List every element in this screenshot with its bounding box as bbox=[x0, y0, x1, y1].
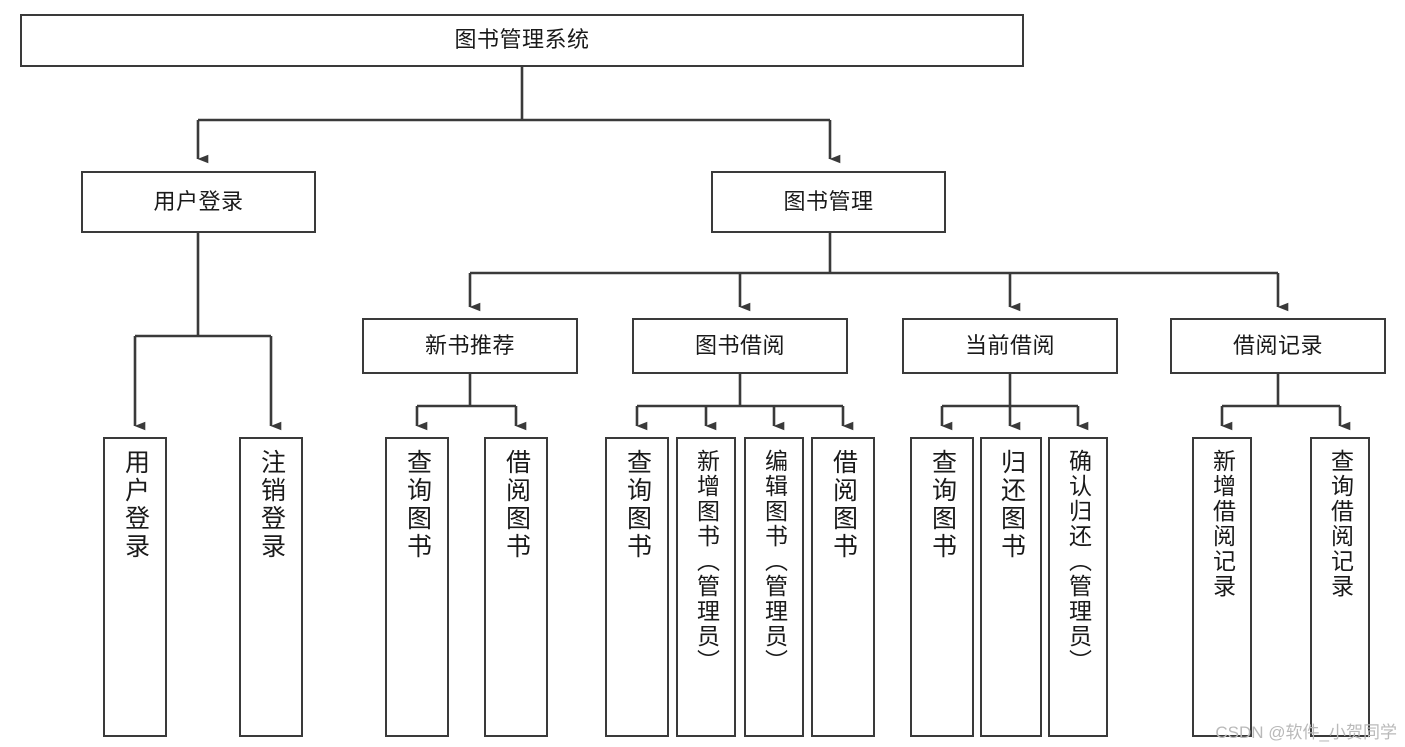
node-leaf-borrow-book-2[interactable]: 借阅图书 bbox=[811, 437, 875, 737]
node-leaf-user-logout[interactable]: 注销登录 bbox=[239, 437, 303, 737]
node-leaf-query-book-1[interactable]: 查询图书 bbox=[385, 437, 449, 737]
node-book-manage-label: 图书管理 bbox=[783, 188, 874, 214]
node-current-borrow-label: 当前借阅 bbox=[964, 332, 1055, 358]
node-leaf-query-record-label: 查询借阅记录 bbox=[1327, 449, 1354, 599]
node-root-label: 图书管理系统 bbox=[454, 27, 590, 53]
node-borrow-record[interactable]: 借阅记录 bbox=[1170, 318, 1386, 374]
node-book-borrow-label: 图书借阅 bbox=[694, 332, 785, 358]
node-leaf-query-book-2[interactable]: 查询图书 bbox=[605, 437, 669, 737]
node-leaf-add-record-label: 新增借阅记录 bbox=[1209, 449, 1236, 599]
csdn-watermark: CSDN @软件_小贺同学 bbox=[1215, 723, 1397, 742]
node-new-book-recommend-label: 新书推荐 bbox=[424, 332, 515, 358]
node-root[interactable]: 图书管理系统 bbox=[20, 14, 1024, 67]
node-new-book-recommend[interactable]: 新书推荐 bbox=[362, 318, 578, 374]
node-leaf-query-book-1-label: 查询图书 bbox=[403, 449, 432, 561]
node-leaf-edit-book[interactable]: 编辑图书（管理员） bbox=[744, 437, 804, 737]
node-leaf-borrow-book-1-label: 借阅图书 bbox=[502, 449, 531, 561]
node-leaf-return-book[interactable]: 归还图书 bbox=[980, 437, 1042, 737]
node-book-borrow[interactable]: 图书借阅 bbox=[632, 318, 848, 374]
node-leaf-return-book-label: 归还图书 bbox=[997, 449, 1026, 561]
node-leaf-query-book-2-label: 查询图书 bbox=[623, 449, 652, 561]
node-user-login-label: 用户登录 bbox=[153, 188, 244, 214]
node-leaf-confirm-return[interactable]: 确认归还（管理员） bbox=[1048, 437, 1108, 737]
node-leaf-add-book[interactable]: 新增图书（管理员） bbox=[676, 437, 736, 737]
node-leaf-edit-book-label: 编辑图书（管理员） bbox=[761, 449, 788, 674]
node-leaf-query-record[interactable]: 查询借阅记录 bbox=[1310, 437, 1370, 737]
node-book-manage[interactable]: 图书管理 bbox=[711, 171, 946, 233]
node-current-borrow[interactable]: 当前借阅 bbox=[902, 318, 1118, 374]
node-leaf-confirm-return-label: 确认归还（管理员） bbox=[1065, 449, 1092, 674]
node-leaf-user-login[interactable]: 用户登录 bbox=[103, 437, 167, 737]
node-leaf-borrow-book-2-label: 借阅图书 bbox=[829, 449, 858, 561]
node-leaf-add-book-label: 新增图书（管理员） bbox=[693, 449, 720, 674]
node-leaf-add-record[interactable]: 新增借阅记录 bbox=[1192, 437, 1252, 737]
node-leaf-query-book-3-label: 查询图书 bbox=[928, 449, 957, 561]
node-leaf-user-logout-label: 注销登录 bbox=[257, 449, 286, 561]
node-user-login[interactable]: 用户登录 bbox=[81, 171, 316, 233]
node-borrow-record-label: 借阅记录 bbox=[1232, 332, 1323, 358]
node-leaf-user-login-label: 用户登录 bbox=[121, 449, 150, 561]
node-leaf-borrow-book-1[interactable]: 借阅图书 bbox=[484, 437, 548, 737]
node-leaf-query-book-3[interactable]: 查询图书 bbox=[910, 437, 974, 737]
